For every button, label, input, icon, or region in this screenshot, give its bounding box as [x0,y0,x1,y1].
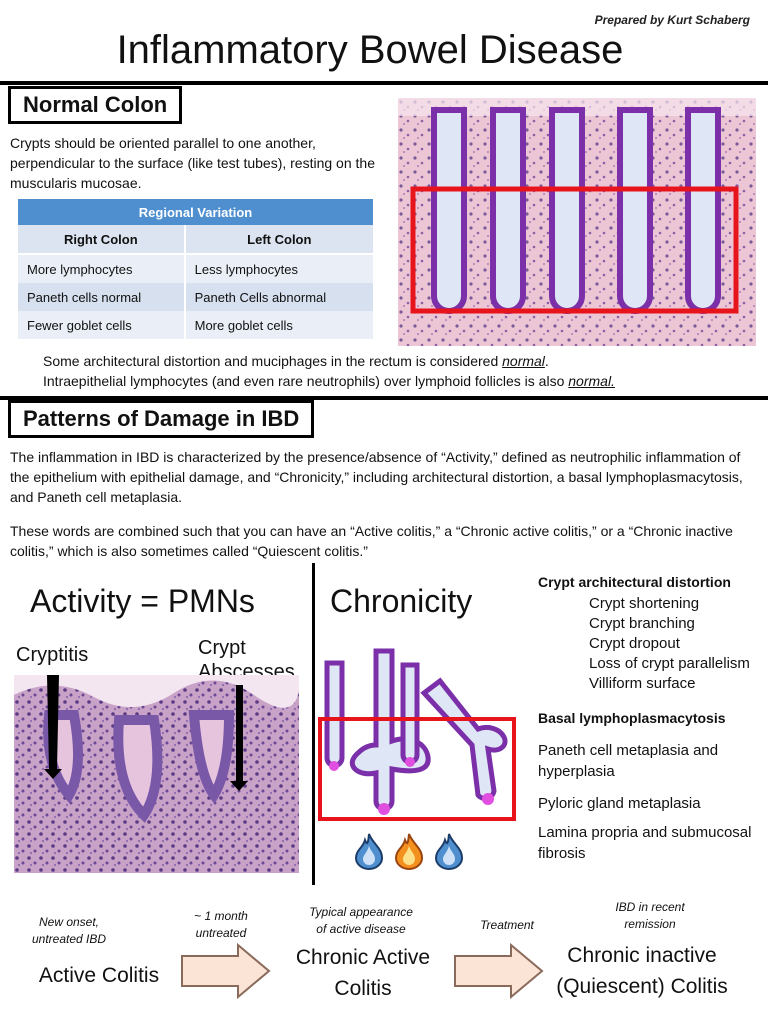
note-one-month: ~ 1 month untreated [180,908,262,942]
list-item: Crypt branching [589,615,695,632]
note-line: ~ 1 month [194,909,248,923]
section-heading-normal-colon: Normal Colon [8,86,183,124]
active-colitis-label: Active Colitis [38,964,160,987]
note-emphasis: normal. [568,373,615,389]
chronicity-title: Chronicity [330,583,473,619]
pyloric-item: Pyloric gland metaplasia [538,795,701,812]
table-cell: Less lymphocytes [184,254,373,283]
table-title: Regional Variation [18,199,373,225]
table-cell: More lymphocytes [18,254,186,283]
note-typical: Typical appearance of active disease [300,904,422,938]
paneth-item: Paneth cell metaplasia and hyperplasia [538,740,763,782]
vertical-divider [312,563,315,885]
flow-line: Colitis [334,977,392,1000]
flow-line: Chronic Active [295,946,431,969]
note-emphasis: normal [502,353,545,369]
table-cell: More goblet cells [184,311,373,339]
divider [0,81,768,85]
note-line: of active disease [316,922,406,936]
table-cell: Paneth Cells abnormal [184,283,373,311]
table-cell: Paneth cells normal [18,283,186,311]
prepared-by: Prepared by Kurt Schaberg [594,13,750,27]
note-line: New onset, [38,915,100,929]
divider [0,396,768,400]
normal-intro: Crypts should be oriented parallel to on… [10,135,375,191]
note-line: IBD in recent [615,900,685,914]
note-treatment: Treatment [480,918,534,932]
table-row: More lymphocytes Less lymphocytes [18,254,373,283]
list-line: Paneth cell metaplasia and [538,742,719,759]
normal-note-follicles: Intraepithelial lymphocytes (and even ra… [43,371,743,391]
distortion-list: Crypt shortening Crypt branching Crypt d… [589,594,750,694]
column-header: Left Colon [184,225,373,255]
note-line: untreated [195,926,247,940]
flame-icons [354,833,464,870]
list-line: Lamina propria and submucosal [538,824,752,841]
activity-title: Activity = PMNs [30,583,255,619]
note-recent-remission: IBD in recent remission [600,899,700,933]
normal-note-rectum: Some architectural distortion and muciph… [43,351,743,371]
right-arrow-icon [454,942,544,1000]
column-header: Right Colon [18,225,186,255]
active-colitis-histology-image [14,675,299,873]
note-line: untreated IBD [31,932,107,946]
list-item: Crypt shortening [589,595,700,612]
table-row: Fewer goblet cells More goblet cells [18,311,373,339]
label-line: Crypt [198,637,246,659]
note-text: Some architectural distortion and muciph… [43,353,503,369]
note-line: remission [624,917,676,931]
patterns-paragraph-2: These words are combined such that you c… [10,523,733,559]
note-line: Typical appearance [309,905,413,919]
flow-line: Chronic inactive [567,944,717,967]
regional-variation-table: Regional Variation Right Colon Left Colo… [18,199,373,339]
normal-colon-histology-image [398,98,756,346]
patterns-paragraph-1: The inflammation in IBD is characterized… [10,449,743,505]
page-title: Inflammatory Bowel Disease [116,28,624,72]
chronicity-crypt-diagram [318,648,516,821]
list-item: Loss of crypt parallelism [589,655,750,672]
list-item: Villiform surface [589,675,696,692]
note-text: Intraepithelial lymphocytes (and even ra… [43,373,569,389]
note-text: . [544,353,549,369]
flow-line: (Quiescent) Colitis [556,975,728,998]
list-line: fibrosis [538,845,586,862]
list-item: Crypt dropout [589,635,680,652]
distortion-heading: Crypt architectural distortion [538,574,731,590]
chronic-active-colitis-label: Chronic Active Colitis [280,942,446,1004]
list-line: hyperplasia [538,763,615,780]
lamina-item: Lamina propria and submucosal fibrosis [538,822,763,864]
cryptitis-label: Cryptitis [16,644,89,666]
chronic-inactive-colitis-label: Chronic inactive (Quiescent) Colitis [540,940,744,1002]
right-arrow-icon [181,942,271,1000]
table-row: Paneth cells normal Paneth Cells abnorma… [18,283,373,311]
basal-heading: Basal lymphoplasmacytosis [538,710,726,726]
note-new-onset: New onset, untreated IBD [28,914,110,948]
table-cell: Fewer goblet cells [18,311,186,339]
section-heading-patterns: Patterns of Damage in IBD [8,400,315,438]
